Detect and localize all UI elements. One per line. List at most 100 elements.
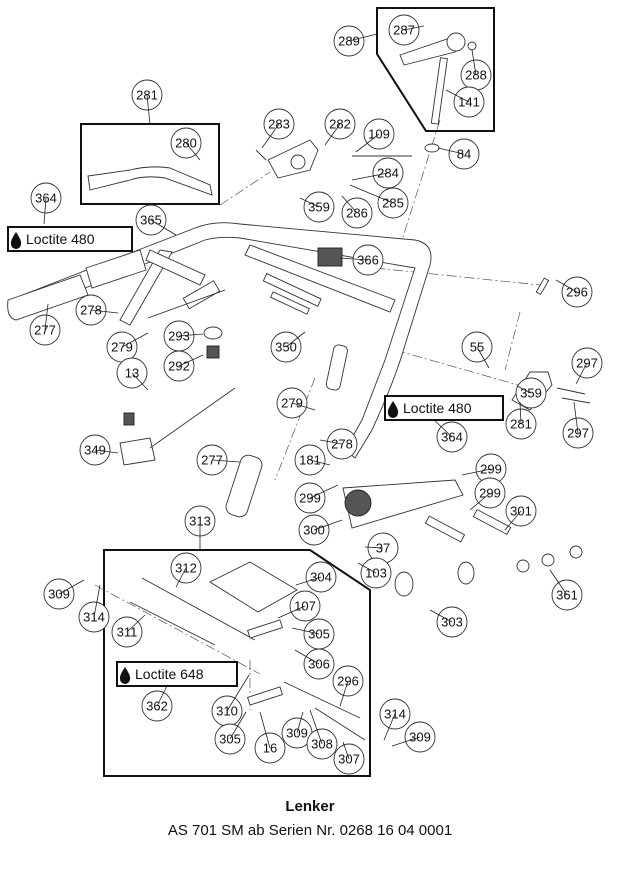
loctite-text: Loctite 480 <box>26 231 95 247</box>
lever-287 <box>399 32 466 66</box>
rod-307 <box>314 707 366 741</box>
handlebar-frame-365 <box>19 222 432 459</box>
callout-leader-309 <box>296 711 304 734</box>
grip-left-277 <box>7 249 147 321</box>
switch-292 <box>206 345 220 359</box>
callout-leader-300 <box>313 519 343 531</box>
clamp-303-a <box>394 571 414 597</box>
knob-293 <box>203 326 223 340</box>
diagram-title: Lenker <box>285 798 335 815</box>
callout-leader-308 <box>309 709 323 745</box>
damper-279 <box>325 344 348 391</box>
callout-leader-361 <box>549 569 568 596</box>
callout-leader-359 <box>299 197 320 208</box>
bolt-297-a <box>556 387 586 395</box>
callout-leader-287 <box>403 25 425 31</box>
control-349 <box>119 387 236 466</box>
callout-leader-296 <box>555 279 578 293</box>
bolt-301-a <box>424 515 466 543</box>
switch-366 <box>317 247 343 267</box>
washer-84 <box>424 143 440 153</box>
cable-279 <box>147 280 226 319</box>
callout-leader-314 <box>383 713 396 741</box>
clamp-361-a <box>516 559 530 573</box>
cable-312 <box>141 577 256 641</box>
brake-lever-278 <box>119 249 206 326</box>
callout-leader-309 <box>58 579 85 595</box>
callout-leader-277 <box>44 303 49 331</box>
callout-leader-312 <box>175 567 187 588</box>
callout-leader-305 <box>291 627 320 635</box>
callout-leader-364 <box>432 418 453 438</box>
callout-leader-350 <box>285 331 306 348</box>
loctite-480-left-label: Loctite 480 <box>7 226 133 252</box>
callout-leader-283 <box>261 123 280 149</box>
callout-leader-55 <box>476 346 490 369</box>
callout-leader-103 <box>357 562 377 574</box>
callout-leader-284 <box>351 172 389 181</box>
callout-leader-293 <box>178 333 204 337</box>
cover-304 <box>209 561 298 613</box>
callout-leader-288 <box>471 49 477 76</box>
callout-leader-366 <box>339 257 369 261</box>
callout-leader-314 <box>93 584 101 618</box>
rod-141 <box>430 57 448 125</box>
loctite-648-label: Loctite 648 <box>116 661 238 687</box>
callout-leader-13 <box>131 372 149 391</box>
callout-leader-299 <box>309 484 339 499</box>
callout-leader-141 <box>445 89 470 103</box>
base-300 <box>342 479 464 529</box>
callout-leader-109 <box>355 133 380 153</box>
callout-leader-278 <box>90 309 119 314</box>
center-axes <box>94 119 541 710</box>
callout-leader-107 <box>277 605 306 619</box>
callout-leader-301 <box>504 510 522 531</box>
callout-leader-349 <box>94 449 119 454</box>
clamp-361-b <box>541 553 555 567</box>
cable-296-lower <box>283 681 361 719</box>
group-frame-289 <box>376 7 495 132</box>
callout-leader-16 <box>259 711 271 749</box>
callout-leader-297 <box>575 362 588 385</box>
callout-leader-84 <box>437 147 465 155</box>
callout-leader-37 <box>364 546 384 549</box>
callout-leader-278 <box>319 439 343 445</box>
callout-leader-309 <box>391 736 421 747</box>
callout-leader-364 <box>43 197 47 225</box>
callout-leader-311 <box>126 614 146 633</box>
bracket-282 <box>267 139 319 179</box>
bolt-283 <box>255 149 267 161</box>
callout-leader-359 <box>516 385 532 394</box>
callout-leader-292 <box>178 354 204 367</box>
callout-leader-279 <box>291 402 316 411</box>
plate-305-top <box>247 619 283 639</box>
loctite-480-right-label: Loctite 480 <box>384 395 504 421</box>
loctite-text: Loctite 480 <box>403 400 472 416</box>
callout-leader-181 <box>309 459 331 466</box>
bolt-301-b <box>472 508 512 536</box>
lever-281 <box>87 166 213 196</box>
loctite-text: Loctite 648 <box>135 666 204 682</box>
callout-leader-280 <box>185 142 201 161</box>
callout-leader-304 <box>295 576 322 586</box>
callout-leader-289 <box>348 33 378 42</box>
cable-end-296 <box>535 277 550 296</box>
callout-leader-307 <box>342 741 350 760</box>
callout-leader-281 <box>519 401 522 425</box>
drop-icon <box>387 401 399 418</box>
grip-right-277 <box>225 454 263 518</box>
group-frame-313 <box>103 549 371 777</box>
callout-leader-282 <box>324 123 341 146</box>
callout-leader-310 <box>226 674 250 712</box>
callout-leader-277 <box>211 459 241 463</box>
callout-leader-365 <box>150 219 177 236</box>
callout-leader-296 <box>339 680 349 707</box>
washer-288 <box>467 41 477 51</box>
callout-leader-297 <box>573 401 579 434</box>
diagram-subtitle: AS 701 SM ab Serien Nr. 0268 16 04 0001 <box>167 822 453 839</box>
rod-311 <box>129 601 216 646</box>
callout-leader-305 <box>229 711 247 740</box>
